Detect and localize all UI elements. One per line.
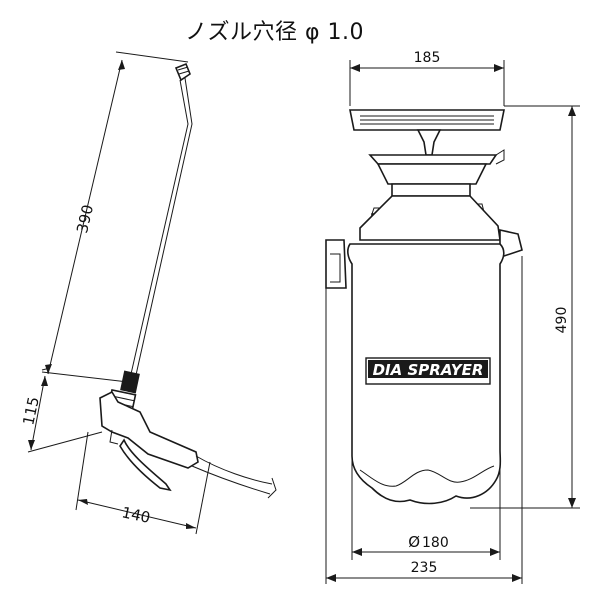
wand-rod <box>130 79 189 375</box>
brand-label-text: DIA SPRAYER <box>373 361 484 379</box>
nozzle-tip <box>174 62 191 82</box>
body-height-label: 490 <box>554 307 570 334</box>
wand-assembly <box>99 62 277 499</box>
base-width-label: 235 <box>411 560 438 576</box>
tank-diameter-label: 180 <box>422 535 449 551</box>
trigger-body <box>99 390 199 469</box>
trigger-lever <box>119 438 172 492</box>
wand-connector <box>120 370 140 394</box>
grip-width-dimension: 140 <box>75 431 211 535</box>
wand-length-label: 390 <box>73 203 97 235</box>
tank-cap <box>368 154 498 165</box>
side-handle-left <box>325 239 347 289</box>
tank-diameter-dimension: Ø 180 <box>351 456 501 560</box>
diameter-symbol: Ø <box>408 533 420 551</box>
grip-height-dimension: 115 <box>19 371 129 453</box>
head-width-dimension: 185 <box>349 50 505 106</box>
grip-width-label: 140 <box>120 503 152 527</box>
brand-label: DIA SPRAYER <box>365 357 491 385</box>
hose <box>195 455 273 485</box>
body-height-dimension: 490 <box>470 105 580 509</box>
nozzle-diameter-title: ノズル穴径 φ 1.0 <box>185 20 364 45</box>
pump-stem <box>416 129 442 156</box>
base-width-dimension: 235 <box>325 256 523 584</box>
tank-neck <box>391 183 471 197</box>
tank-sprayer: DIA SPRAYER <box>325 109 523 505</box>
wand-length-dimension: 390 <box>41 51 189 375</box>
head-width-label: 185 <box>414 50 441 66</box>
grip-height-label: 115 <box>19 395 43 427</box>
